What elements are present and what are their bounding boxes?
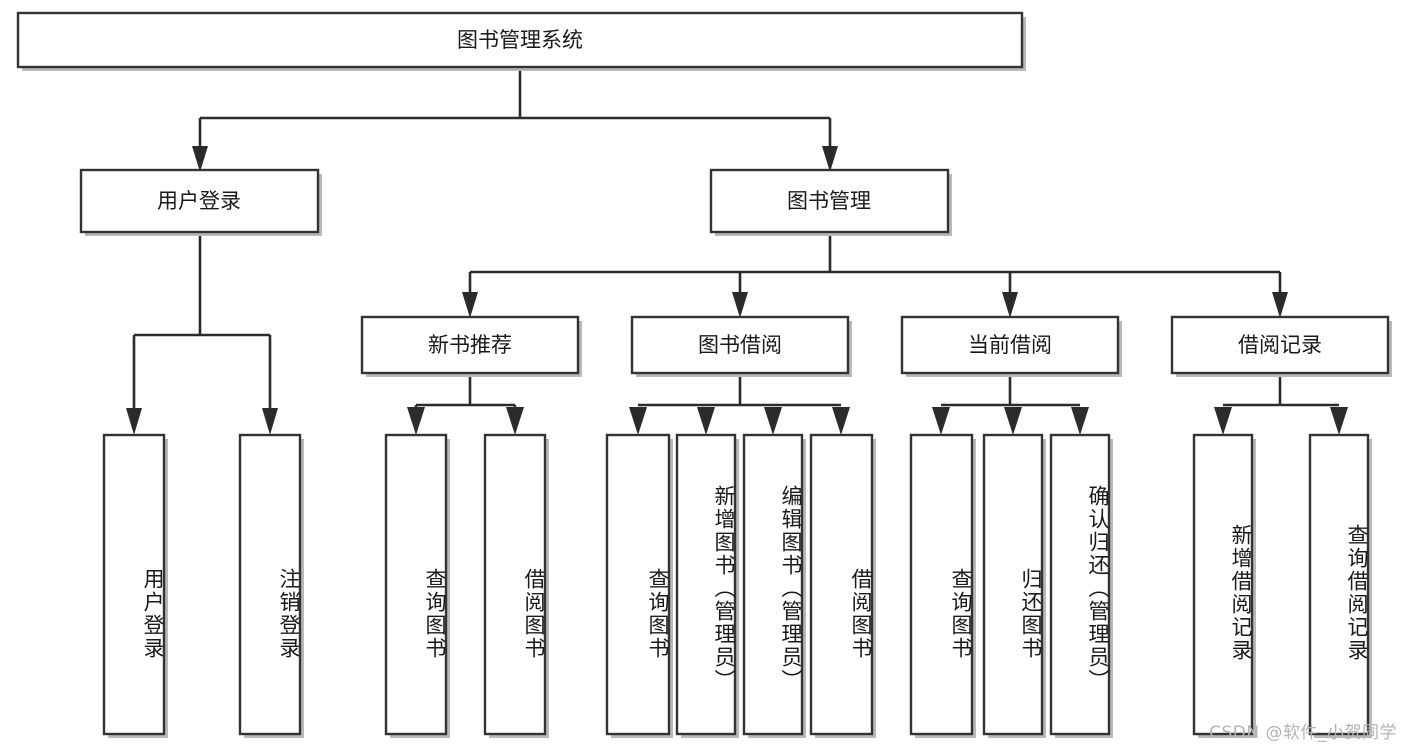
arrow-borrow-record — [1272, 292, 1288, 318]
leaf-boxes-layer — [102, 433, 1372, 738]
node-user-login[interactable]: 用户登录 — [79, 168, 322, 236]
root-box[interactable] — [16, 11, 1024, 69]
leaf-logout-login-box[interactable] — [238, 433, 302, 736]
current-borrow-box[interactable] — [900, 315, 1120, 375]
leaf-return-book-box[interactable] — [982, 433, 1044, 736]
leaf-edit-book-admin-box[interactable] — [742, 433, 804, 736]
leaf-add-borrow-record-box[interactable] — [1192, 433, 1254, 736]
book-borrow-label: 图书借阅 — [698, 333, 782, 357]
arrow-new-book-recommend — [462, 292, 478, 318]
arrow-current-borrow — [1002, 292, 1018, 318]
arrow-leaf-borrow-book-1 — [506, 407, 524, 435]
leaf-query-borrow-record-box[interactable] — [1308, 433, 1370, 736]
leaf-query-book-3-box[interactable] — [909, 433, 974, 736]
arrow-leaf-user-login — [126, 408, 142, 435]
current-borrow-label: 当前借阅 — [968, 333, 1052, 357]
leaf-query-book-2-box[interactable] — [605, 433, 671, 736]
arrow-leaf-borrow-book-2 — [832, 407, 850, 435]
node-new-book-recommend[interactable]: 新书推荐 — [360, 315, 582, 377]
arrow-leaf-query-borrow-record — [1330, 407, 1348, 435]
leaf-borrow-book-2-box[interactable] — [809, 433, 874, 736]
book-management-label: 图书管理 — [787, 189, 871, 213]
node-root[interactable]: 图书管理系统 — [16, 11, 1026, 71]
book-management-box[interactable] — [709, 168, 950, 234]
book-borrow-box[interactable] — [630, 315, 850, 375]
node-current-borrow[interactable]: 当前借阅 — [900, 315, 1122, 377]
arrow-leaf-confirm-return-admin — [1071, 407, 1089, 435]
borrow-record-label: 借阅记录 — [1238, 333, 1322, 357]
arrow-leaf-return-book — [1004, 407, 1022, 435]
csdn-watermark: CSDN @软件_小贺同学 — [1209, 723, 1397, 743]
nodes-layer: 图书管理系统 用户登录 图书管理 新书推荐 — [16, 11, 1392, 738]
new-book-recommend-label: 新书推荐 — [428, 333, 512, 357]
leaf-add-book-admin-box[interactable] — [675, 433, 737, 736]
node-book-management[interactable]: 图书管理 — [709, 168, 952, 236]
root-label: 图书管理系统 — [457, 28, 583, 52]
leaf-user-login-box[interactable] — [102, 433, 166, 736]
connectors-layer — [126, 67, 1348, 435]
arrow-leaf-add-borrow-record — [1214, 407, 1232, 435]
arrow-user-login — [192, 146, 208, 172]
user-login-label: 用户登录 — [157, 189, 241, 213]
arrow-leaf-query-book-1 — [407, 407, 425, 435]
arrow-book-management — [822, 146, 838, 172]
leaf-query-book-1-box[interactable] — [384, 433, 448, 736]
arrow-leaf-edit-book-admin — [764, 407, 782, 435]
user-login-box[interactable] — [79, 168, 320, 234]
node-book-borrow[interactable]: 图书借阅 — [630, 315, 852, 377]
new-book-recommend-box[interactable] — [360, 315, 580, 375]
leaf-borrow-book-1-box[interactable] — [483, 433, 547, 736]
node-borrow-record[interactable]: 借阅记录 — [1170, 315, 1392, 377]
arrow-leaf-add-book-admin — [697, 407, 715, 435]
borrow-record-box[interactable] — [1170, 315, 1390, 375]
leaf-confirm-return-admin-box[interactable] — [1049, 433, 1111, 736]
arrow-book-borrow — [732, 292, 748, 318]
arrow-leaf-logout-login — [262, 408, 278, 435]
arrow-leaf-query-book-3 — [932, 407, 950, 435]
arrow-leaf-query-book-2 — [629, 407, 647, 435]
